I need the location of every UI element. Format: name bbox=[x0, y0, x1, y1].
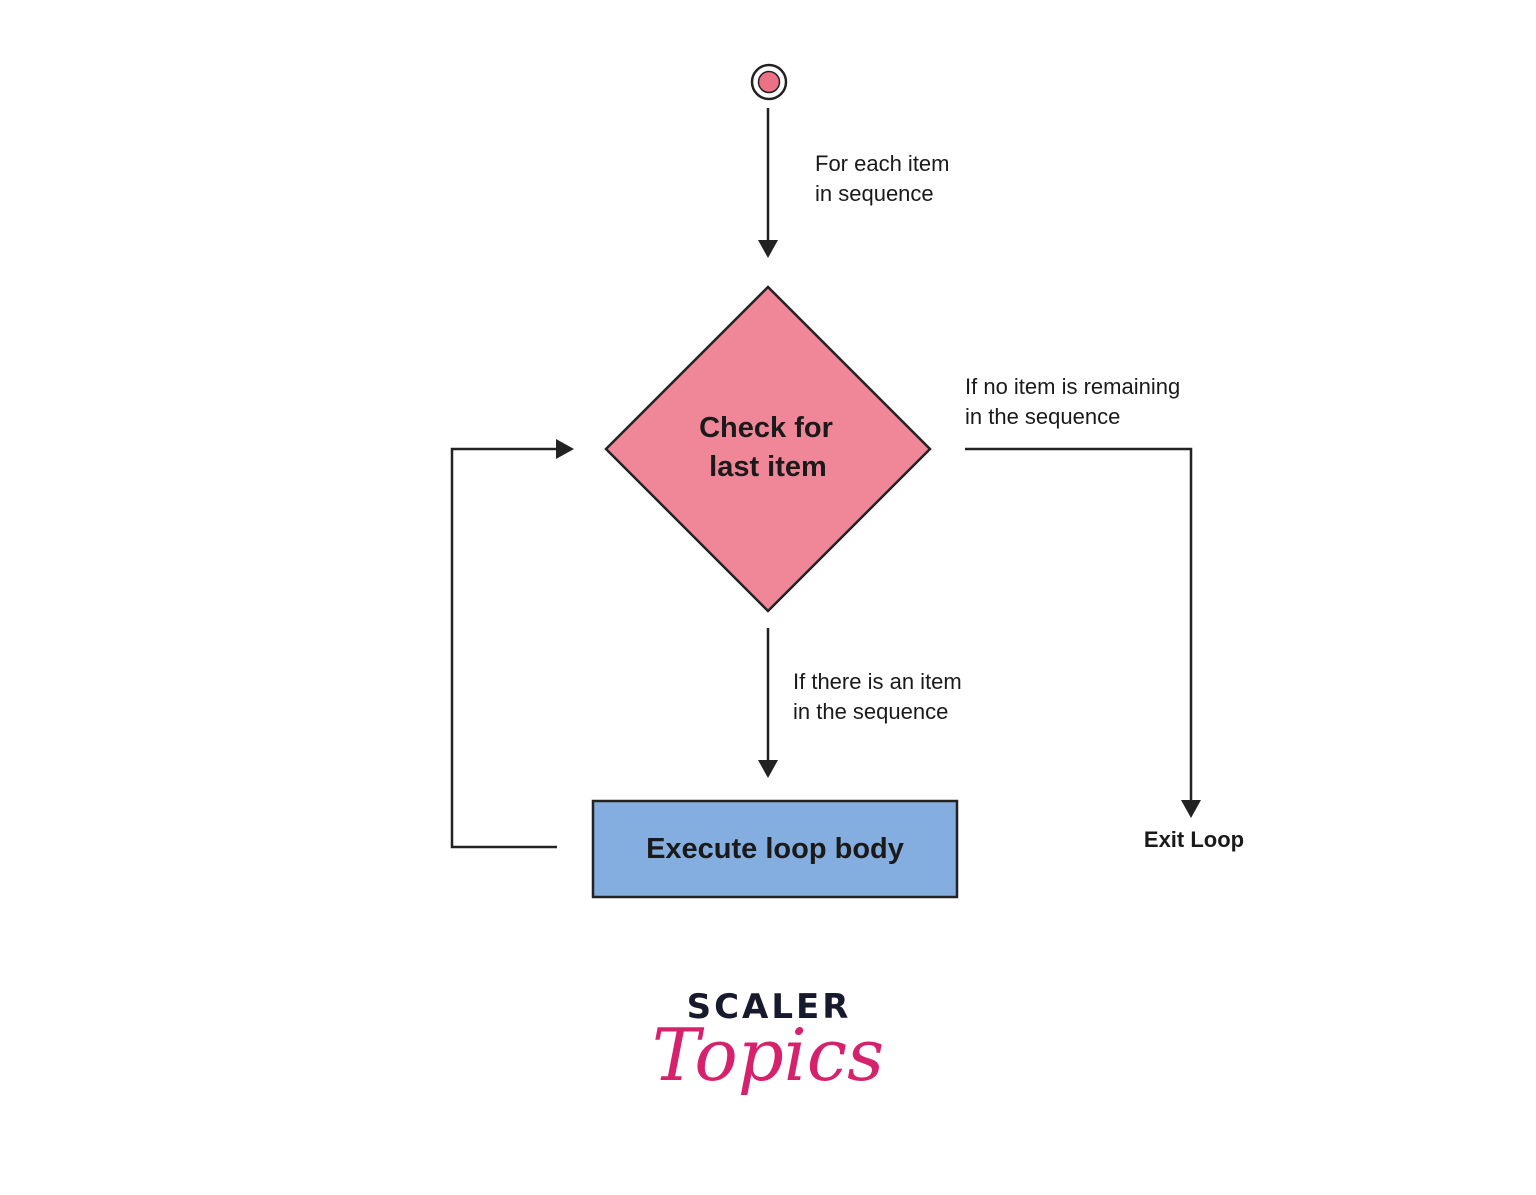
exit-node-label: Exit Loop bbox=[1144, 827, 1244, 852]
logo-topics-text: Topics bbox=[652, 1013, 884, 1097]
decision-node: Check for last item bbox=[604, 285, 932, 613]
edge-label-if-item-line2: in the sequence bbox=[793, 699, 948, 724]
decision-label-line1: Check for bbox=[699, 412, 833, 444]
process-node: Execute loop body bbox=[591, 799, 959, 899]
start-node bbox=[750, 63, 788, 101]
edge-label-for-each-line2: in sequence bbox=[815, 181, 934, 206]
edge-decision-to-process bbox=[758, 628, 778, 778]
scaler-topics-logo: SCALER Topics bbox=[652, 987, 884, 1097]
edge-label-no-item-line2: in the sequence bbox=[965, 404, 1120, 429]
edge-process-to-decision bbox=[450, 439, 574, 849]
edge-label-no-item-line1: If no item is remaining bbox=[965, 374, 1180, 399]
process-label: Execute loop body bbox=[646, 833, 904, 865]
edge-decision-to-exit bbox=[965, 447, 1201, 818]
logo-scaler-text: SCALER bbox=[687, 987, 852, 1027]
edge-label-if-item-line1: If there is an item bbox=[793, 669, 962, 694]
edge-label-for-each-line1: For each item bbox=[815, 151, 950, 176]
decision-label-line2: last item bbox=[709, 451, 827, 483]
edge-start-to-decision bbox=[758, 108, 778, 258]
